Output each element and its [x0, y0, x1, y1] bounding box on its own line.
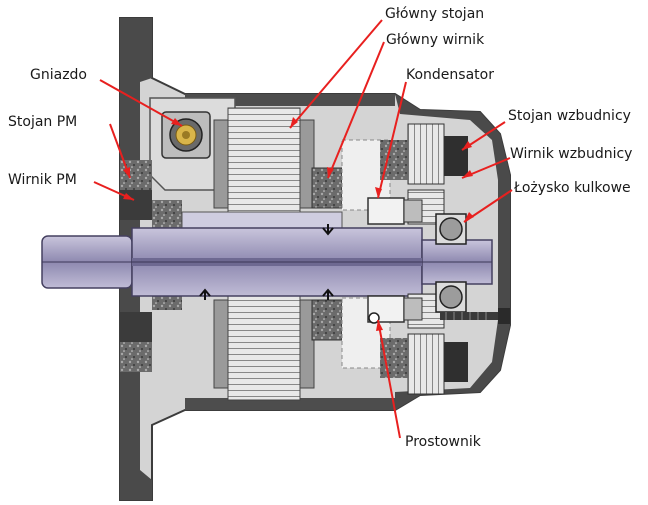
label-glowny-stojan: Główny stojan [385, 6, 485, 22]
label-stojan-pm: Stojan PM [8, 114, 78, 130]
ball-bearing [435, 213, 467, 313]
label-prostownik: Prostownik [405, 434, 481, 450]
label-gniazdo: Gniazdo [30, 67, 87, 83]
label-lozysko-kulkowe: Łożysko kulkowe [514, 180, 631, 196]
leader-gniazdo [99, 79, 183, 127]
main-stator [213, 107, 315, 401]
leader-glowny-wirnik [327, 41, 385, 179]
capacitor-rectifier [367, 197, 423, 324]
label-kondensator: Kondensator [406, 67, 494, 83]
leader-kondensator [377, 81, 407, 199]
leader-heads [123, 117, 474, 331]
end-bolt [440, 308, 510, 324]
label-wirnik-pm: Wirnik PM [8, 172, 77, 188]
leader-prostownik [377, 319, 401, 439]
label-stojan-wzbudnicy: Stojan wzbudnicy [508, 108, 631, 124]
label-wirnik-wzbudnicy: Wirnik wzbudnicy [510, 146, 633, 162]
leader-glowny-stojan [289, 19, 383, 129]
pm-section [120, 160, 182, 372]
shaft [41, 224, 493, 300]
label-glowny-wirnik: Główny wirnik [386, 32, 485, 48]
